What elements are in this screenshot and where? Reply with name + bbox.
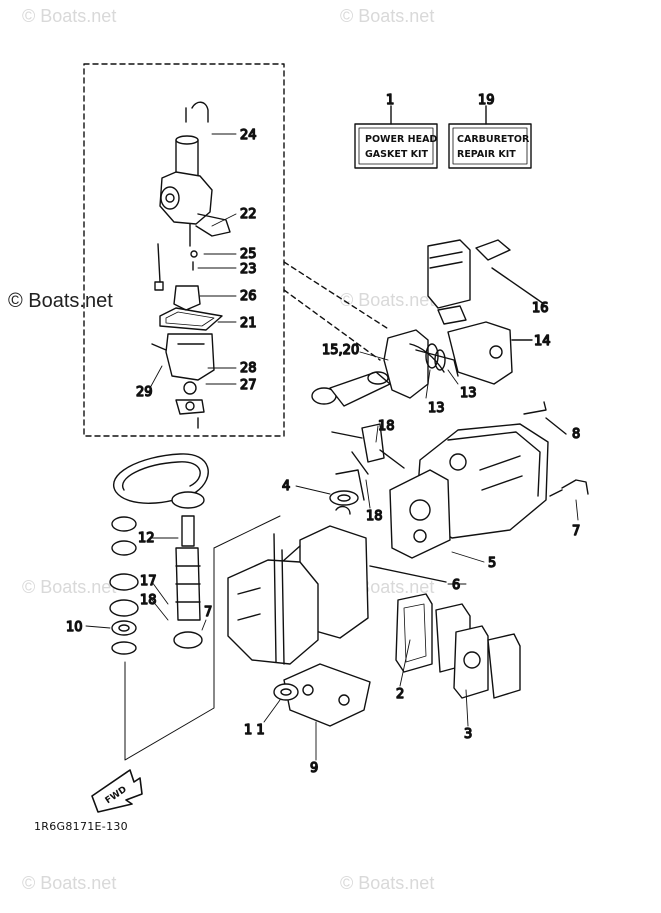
float-bowl-gasket-21 — [159, 307, 223, 331]
callout-18-left: 18 — [140, 593, 157, 608]
plug-7-upper — [549, 479, 589, 497]
callout-21: 21 — [240, 316, 257, 331]
thermostat-18 — [331, 423, 405, 501]
oil-seal-11 — [273, 683, 299, 701]
main-jet-plug — [175, 381, 205, 429]
callout-13-right: 13 — [460, 386, 477, 401]
carburetor-kit-line1: CARBURETOR — [457, 134, 530, 145]
callout-12: 12 — [138, 531, 155, 546]
intake-silencer-15-20 — [311, 371, 391, 407]
callout-17: 17 — [140, 574, 157, 589]
callout-27: 27 — [240, 378, 257, 393]
callout-2: 2 — [396, 687, 404, 702]
float-bowl — [151, 333, 215, 381]
gasket-4 — [329, 490, 359, 515]
callout-6: 6 — [452, 578, 460, 593]
power-head-kit-line2: GASKET KIT — [365, 149, 429, 160]
callout-7-left: 7 — [204, 605, 212, 620]
callout-15-20: 15,20 — [322, 343, 359, 358]
callout-22: 22 — [240, 207, 257, 222]
callout-23: 23 — [240, 262, 257, 277]
callout-28: 28 — [240, 361, 257, 376]
fwd-arrow — [91, 769, 143, 813]
callout-16: 16 — [532, 301, 549, 316]
drawing-reference-code: 1R6G8171E-130 — [34, 820, 128, 833]
watermark-lower-left: © Boats.net — [22, 577, 117, 597]
callout-25: 25 — [240, 247, 257, 262]
power-head-gasket-kit — [354, 105, 438, 169]
carburetor-joint — [383, 329, 459, 399]
carburetor-leader-upper — [283, 261, 391, 331]
watermark-top-left: © Boats.net — [22, 6, 117, 26]
callout-26: 26 — [240, 289, 257, 304]
carburetor-repair-kit — [448, 105, 532, 169]
callout-7-right: 7 — [572, 524, 580, 539]
pulley-stack — [109, 491, 205, 655]
watermark-mid-right: © Boats.net — [340, 290, 435, 310]
callout-18-lower: 18 — [366, 509, 383, 524]
carburetor-assembly — [154, 101, 231, 291]
carburetor-leader-lower — [283, 289, 381, 361]
callout-4: 4 — [282, 479, 290, 494]
timing-belt — [113, 453, 209, 504]
crankcase — [227, 533, 319, 665]
cylinder-head-gasket-5 — [389, 469, 451, 559]
float-26 — [173, 285, 201, 311]
watermark-top-right: © Boats.net — [340, 6, 435, 26]
callout-29: 29 — [136, 385, 153, 400]
callout-5: 5 — [488, 556, 496, 571]
callout-leaders — [85, 133, 579, 761]
exhaust-cover-3 — [453, 625, 521, 699]
callout-24: 24 — [240, 128, 257, 143]
watermark-bottom-left: © Boats.net — [22, 873, 117, 893]
intake-manifold-14 — [447, 321, 533, 385]
bolt-8 — [523, 401, 567, 435]
callout-1: 1 — [386, 93, 394, 108]
reed-valve-16 — [427, 239, 545, 325]
callout-3: 3 — [464, 727, 472, 742]
carburetor-kit-line2: REPAIR KIT — [457, 149, 516, 160]
callout-18-upper: 18 — [378, 419, 395, 434]
carburetor-group-box — [83, 63, 285, 437]
watermark-mid-left: © Boats.net — [8, 290, 113, 312]
callout-10: 10 — [66, 620, 83, 635]
callout-8: 8 — [572, 427, 580, 442]
callout-13-left: 13 — [428, 401, 445, 416]
base-gasket-9 — [283, 663, 371, 727]
watermark-bottom-right: © Boats.net — [340, 873, 435, 893]
callout-19: 19 — [478, 93, 495, 108]
crankshaft-12 — [173, 515, 203, 649]
power-head-kit-line1: POWER HEAD — [365, 134, 437, 145]
callout-9: 9 — [310, 761, 318, 776]
callout-14: 14 — [534, 334, 551, 349]
callout-11: 1 1 — [244, 723, 265, 738]
